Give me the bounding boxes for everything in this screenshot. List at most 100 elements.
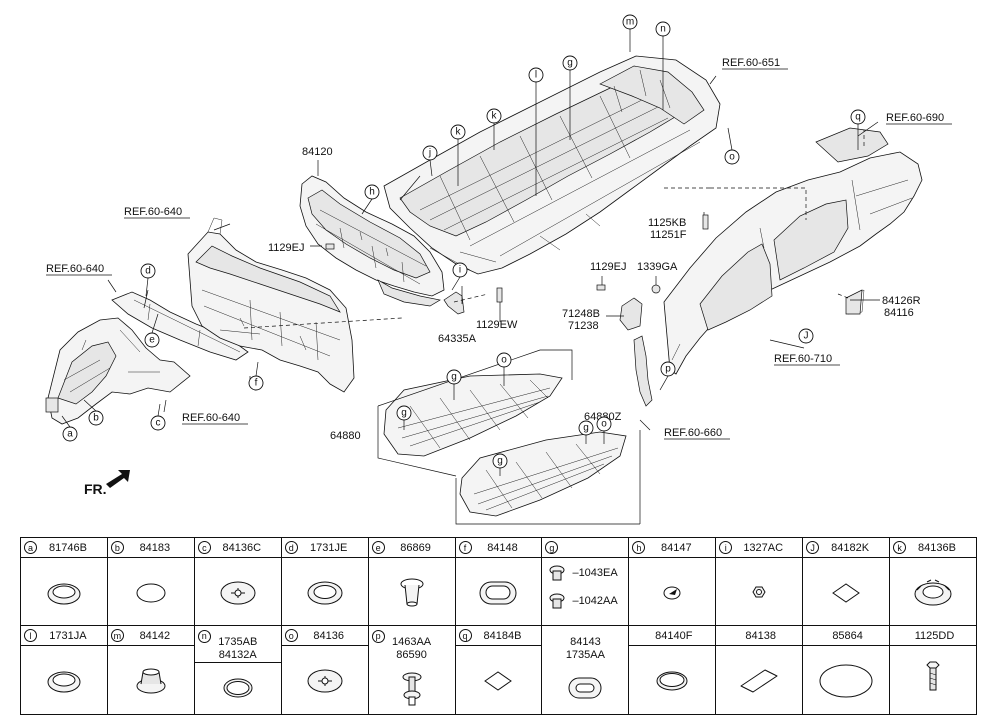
callout-letter: m [110,629,124,642]
svg-text:J: J [804,331,809,342]
svg-text:o: o [601,419,607,430]
ref-labels: REF.60-640 REF.60-640 REF.60-640 REF.60-… [46,57,952,440]
callout-circles: a b c d e f g g g g g h i j k k l m n o … [62,14,866,469]
svg-text:k: k [456,127,462,138]
grommet-ring-icon [47,671,81,693]
part-code: 1735AA [565,649,605,661]
oval-pad-icon [819,664,873,698]
push-clip-icon [400,578,424,606]
part-cell-85864: 85864 [803,626,891,714]
svg-text:REF.60-660: REF.60-660 [664,427,722,439]
svg-text:64880: 64880 [330,430,361,442]
svg-text:e: e [149,335,155,346]
svg-text:m: m [626,17,634,28]
plug-disc-icon [136,583,166,602]
slot-grommet-icon [568,677,602,699]
callout-letter: e [371,541,385,554]
part-code: 84147 [661,541,692,554]
part-cell-c: c 84136C [194,538,282,625]
callout-letter: g [545,541,559,554]
svg-text:k: k [492,111,498,122]
front-apron-part [45,291,249,425]
svg-text:p: p [665,364,671,375]
svg-text:h: h [369,187,375,198]
square-pad-icon [832,582,860,603]
svg-text:c: c [156,418,161,429]
clip-nut-icon [549,565,565,581]
stud-clip-icon [402,672,422,706]
part-cell-m: m 84142 [107,626,195,714]
part-code: 85864 [832,629,863,642]
callout-letter: h [632,541,646,554]
cap-plug-icon [136,668,166,694]
svg-text:84116: 84116 [884,307,914,319]
part-code: 84140F [655,629,693,642]
callout-letter: J [806,541,820,554]
callout-letter: c [197,541,211,554]
svg-text:g: g [583,423,589,434]
svg-text:o: o [501,355,507,366]
svg-text:REF.60-690: REF.60-690 [886,112,944,124]
part-code: 81746B [48,541,87,554]
part-code: 86869 [400,541,431,554]
part-cell-d: d 1731JE [281,538,369,625]
part-code: 84136C [222,541,262,554]
part-code: 84142 [139,629,171,642]
svg-text:o: o [729,152,735,163]
svg-text:REF.60-640: REF.60-640 [46,263,104,275]
svg-text:g: g [451,372,457,383]
clip-nut-icon [549,593,565,609]
plug-disc-icon [656,671,688,691]
under-cover-64880Z [459,431,627,517]
callout-letter: d [284,541,298,554]
svg-text:REF.60-651: REF.60-651 [722,57,780,69]
svg-text:1129EJ: 1129EJ [590,261,627,273]
part-code: 1042AA [578,595,618,607]
svg-text:g: g [401,408,407,419]
part-cell-84140F: 84140F [629,626,717,714]
svg-text:84126R: 84126R [882,295,921,307]
svg-text:n: n [660,24,666,35]
part-code: 84132A [218,649,257,661]
flag-plug-icon [663,586,681,599]
part-cell-e: e 86869 [368,538,456,625]
oval-grommet-icon [479,581,517,604]
part-code: 84184B [483,629,522,642]
part-cell-o: o 84136 [281,626,369,714]
part-cell-i: i 1327AC [716,538,804,625]
part-code: 1731JE [310,541,348,554]
svg-text:g: g [567,58,573,69]
callout-letter: o [284,629,298,642]
part-code: 86590 [396,649,427,661]
part-code: 1463AA [392,636,432,648]
callout-letter: i [719,541,733,554]
svg-text:1125KB: 1125KB [648,217,686,229]
part-cell-g: g –1043EA –1042AA [542,538,630,625]
part-code: 84136 [313,629,344,642]
part-code: 1327AC [743,541,784,554]
part-code: 1731JA [49,629,87,642]
part-code: 84143 [570,636,601,648]
exploded-view-diagram: 84120 1129EJ 64335A 1129EW 1125KB 11251F… [45,14,952,525]
grommet-ring-icon [47,583,81,604]
callout-letter: k [893,541,907,554]
bolt-icon [926,661,940,691]
star-plug-icon [307,669,343,693]
part-code: 84183 [139,541,171,554]
part-code: 1735AB [218,636,258,648]
callout-letter: n [197,629,211,643]
part-code: 84182K [831,541,870,554]
side-body-part [663,127,923,375]
part-code: 84138 [745,629,776,642]
floor-pan-part [383,55,721,275]
